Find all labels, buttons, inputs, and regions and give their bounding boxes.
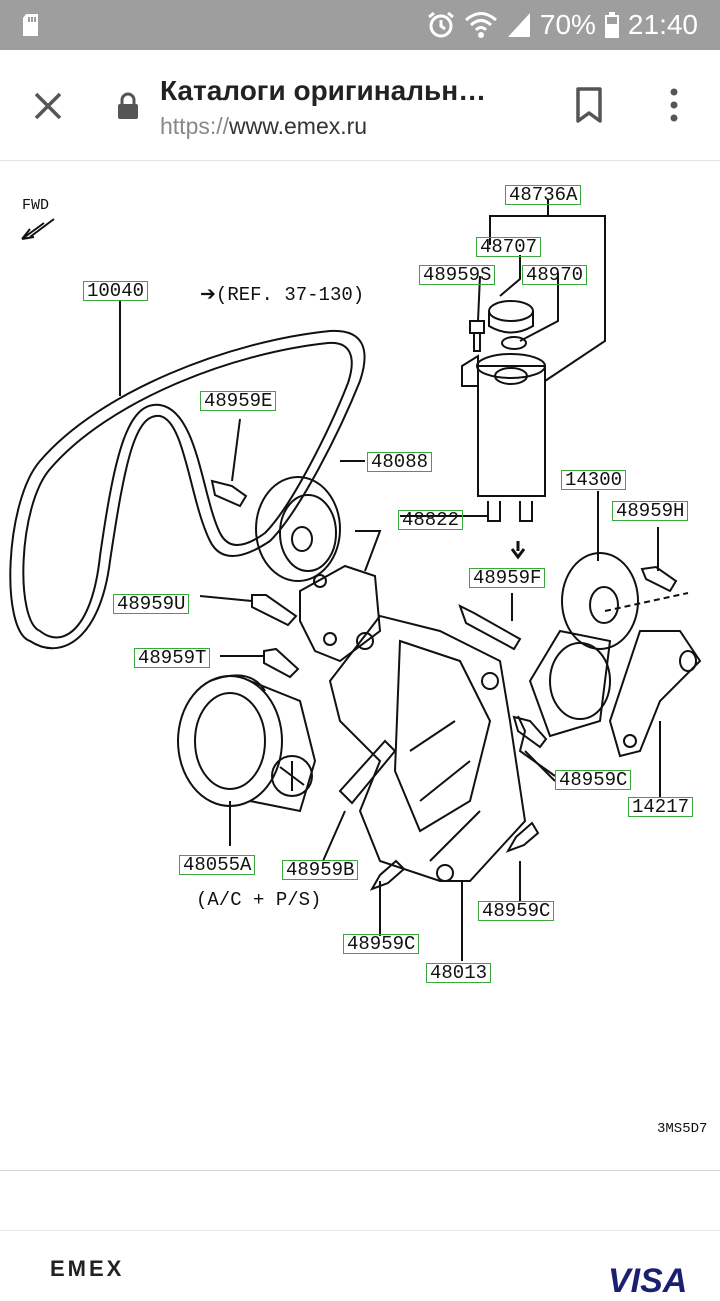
parts-diagram: FWD ➔(REF. 37-130) (A/C + P/S) 3MS5D7 48… [0, 161, 720, 1170]
visa-logo: VISA [608, 1262, 688, 1300]
part-label-48959E[interactable]: 48959E [200, 391, 277, 411]
reservoir-body [477, 365, 546, 497]
part-label-48013[interactable]: 48013 [426, 963, 492, 983]
clock-time: 21:40 [627, 9, 698, 40]
content-divider [0, 1170, 720, 1171]
close-icon[interactable] [30, 88, 66, 124]
bolt-48959B [338, 739, 397, 805]
fwd-label: FWD [22, 197, 50, 214]
part-label-48822[interactable]: 48822 [398, 510, 464, 530]
footer-divider [0, 1230, 720, 1231]
part-label-48959S[interactable]: 48959S [419, 265, 496, 285]
belt-outer [9, 329, 366, 650]
part-label-48959U[interactable]: 48959U [113, 594, 190, 614]
part-label-10040[interactable]: 10040 [83, 281, 149, 301]
part-label-48959F[interactable]: 48959F [469, 568, 546, 588]
part-label-48959C-right[interactable]: 48959C [555, 770, 632, 790]
bolt-48959E [210, 479, 248, 508]
page-url[interactable]: https://www.emex.ru [160, 113, 367, 140]
bookmark-icon[interactable] [574, 86, 604, 124]
browser-toolbar: Каталоги оригинальн… https://www.emex.ru [0, 50, 720, 161]
bracket-14217 [608, 630, 702, 758]
bracket-48013 [328, 614, 527, 882]
battery-percent: 70% [539, 9, 596, 40]
page-title: Каталоги оригинальн… [160, 75, 487, 106]
bolt-48959H [640, 565, 678, 593]
signal-icon [506, 11, 532, 39]
fwd-arrow [21, 218, 55, 240]
part-label-14217[interactable]: 14217 [628, 797, 694, 817]
o-ring [501, 336, 527, 350]
part-label-48736A[interactable]: 48736A [505, 185, 582, 205]
pulley-14300 [561, 552, 639, 650]
part-label-48707[interactable]: 48707 [476, 237, 542, 257]
sd-card-icon [22, 13, 42, 37]
part-label-48088[interactable]: 48088 [367, 452, 433, 472]
battery-icon [604, 11, 620, 39]
lock-icon [117, 92, 139, 120]
url-scheme: https:// [160, 113, 230, 139]
bolt-48959U [251, 594, 298, 627]
status-bar: 70% 21:40 [0, 0, 720, 50]
pulley-48088 [255, 476, 341, 582]
part-label-48959C-bottom[interactable]: 48959C [343, 934, 420, 954]
part-label-48959T[interactable]: 48959T [134, 648, 211, 668]
diagram-code: 3MS5D7 [657, 1121, 708, 1137]
pump-48055A [177, 675, 283, 807]
ref-label[interactable]: ➔(REF. 37-130) [200, 284, 365, 306]
url-host: www.emex.ru [229, 113, 368, 139]
part-label-48959C-lower[interactable]: 48959C [478, 901, 555, 921]
diagram-drawing [9, 199, 702, 961]
part-label-48055A[interactable]: 48055A [179, 855, 256, 875]
footer-brand-logo[interactable]: EMEX [50, 1256, 125, 1281]
part-label-48959H[interactable]: 48959H [612, 501, 689, 521]
belt-inner [22, 341, 353, 639]
bolt-48959F [458, 603, 522, 651]
bracket-48822 [299, 564, 382, 663]
leader-48736A [489, 199, 606, 382]
more-options-icon[interactable] [664, 86, 684, 124]
part-label-48959B[interactable]: 48959B [282, 860, 359, 880]
ac-ps-note: (A/C + P/S) [196, 889, 322, 911]
reservoir-cap [488, 300, 534, 322]
part-label-48970[interactable]: 48970 [522, 265, 588, 285]
part-label-14300[interactable]: 14300 [561, 470, 627, 490]
wifi-icon [464, 11, 498, 39]
alarm-icon [426, 10, 456, 40]
bolt-48959T [263, 647, 300, 679]
